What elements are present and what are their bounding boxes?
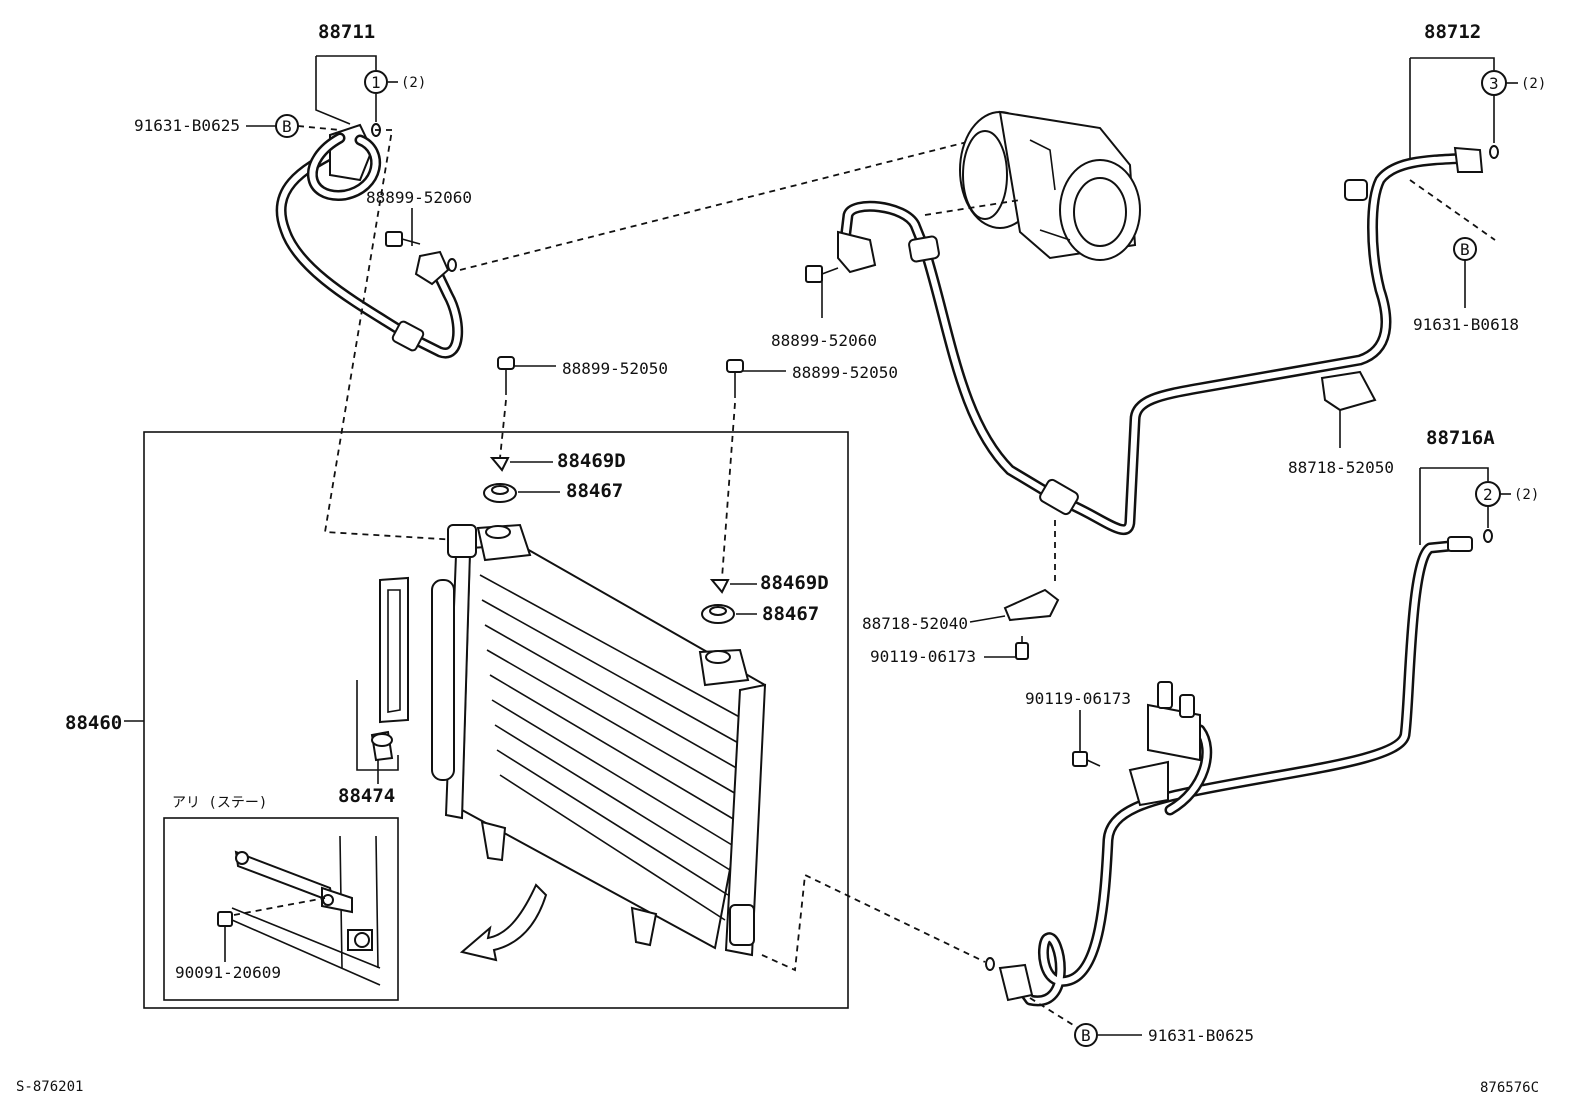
dashed-connection-compressor bbox=[459, 139, 976, 271]
callout-3-qty: (2) bbox=[1521, 76, 1546, 92]
callout-1-number: 1 bbox=[371, 73, 381, 92]
grommet-set-b: 88469D 88467 bbox=[701, 572, 829, 625]
callout-2-number: 2 bbox=[1483, 485, 1493, 504]
callout-b-bottom-letter: B bbox=[1081, 1026, 1091, 1045]
bolt-88899-52050-a: 88899-52050 bbox=[497, 356, 668, 459]
label-90091-20609: 90091-20609 bbox=[175, 963, 281, 982]
label-91631-B0618: 91631-B0618 bbox=[1413, 315, 1519, 334]
footer-right-code: 876576C bbox=[1480, 1080, 1539, 1096]
callout-b-right-letter: B bbox=[1460, 240, 1470, 259]
label-88469D-a: 88469D bbox=[557, 450, 626, 472]
callout-3-number: 3 bbox=[1489, 74, 1499, 93]
bolt-88899-52050-b: 88899-52050 bbox=[721, 359, 898, 579]
label-88712: 88712 bbox=[1424, 21, 1481, 43]
label-88469D-b: 88469D bbox=[760, 572, 829, 594]
label-91631-B0625-bottom: 91631-B0625 bbox=[1148, 1026, 1254, 1045]
label-90119-06173-a: 90119-06173 bbox=[870, 647, 976, 666]
suction-hose-88712: 88712 3 (2) B 91631-B0618 88899-52060 bbox=[771, 21, 1546, 536]
grommet-set-a: 88469D 88467 bbox=[483, 450, 626, 503]
inset-frame bbox=[163, 817, 399, 1001]
label-88711: 88711 bbox=[318, 21, 375, 43]
callout-1 bbox=[364, 70, 388, 94]
inset-detail: アリ (ステー) 90091-20609 bbox=[163, 795, 399, 1001]
label-88899-52060-mid: 88899-52060 bbox=[771, 331, 877, 350]
discharge-hose-88711: 88711 1 (2) 91631-B0625 B 88899-52060 bbox=[134, 21, 472, 359]
label-90119-06173-b: 90119-06173 bbox=[1025, 689, 1131, 708]
label-88716A: 88716A bbox=[1426, 427, 1495, 449]
label-88467-a: 88467 bbox=[566, 480, 623, 502]
footer-left-code: S-876201 bbox=[16, 1079, 83, 1095]
callout-b-bottom bbox=[1074, 1023, 1098, 1047]
label-88899-52050-a: 88899-52050 bbox=[562, 359, 668, 378]
label-91631-B0625-top: 91631-B0625 bbox=[134, 116, 240, 135]
inset-title: アリ (ステー) bbox=[172, 795, 267, 811]
pressure-switch-block bbox=[1128, 681, 1201, 807]
direction-arrow-icon bbox=[459, 883, 548, 962]
condenser-core bbox=[431, 523, 767, 957]
label-88718-52040: 88718-52040 bbox=[862, 614, 968, 633]
bolt-90119-06173-b: 90119-06173 bbox=[1025, 689, 1131, 767]
clamp-88718-52050: 88718-52050 bbox=[1288, 370, 1394, 477]
label-88467-b: 88467 bbox=[762, 603, 819, 625]
callout-1-qty: (2) bbox=[401, 75, 426, 91]
dashed-connection-88711-condenser bbox=[323, 129, 459, 541]
label-88899-52060-left: 88899-52060 bbox=[366, 188, 472, 207]
label-88474: 88474 bbox=[338, 785, 395, 807]
condenser-assembly-frame bbox=[143, 431, 849, 1009]
compressor bbox=[959, 110, 1141, 261]
label-88460: 88460 bbox=[65, 712, 122, 734]
callout-b-top-letter: B bbox=[282, 117, 292, 136]
dashed-connection-liquid bbox=[761, 873, 986, 972]
liquid-tube-88716A: 88716A 2 (2) bbox=[985, 427, 1539, 1007]
label-88899-52050-b: 88899-52050 bbox=[792, 363, 898, 382]
callout-b-bottom-group: B 91631-B0625 bbox=[1029, 997, 1254, 1047]
label-88718-52050: 88718-52050 bbox=[1288, 458, 1394, 477]
side-bracket-88474: 88474 bbox=[338, 576, 409, 807]
callout-2-qty: (2) bbox=[1514, 487, 1539, 503]
bracket-88718-52040: 88718-52040 90119-06173 bbox=[862, 588, 1060, 666]
